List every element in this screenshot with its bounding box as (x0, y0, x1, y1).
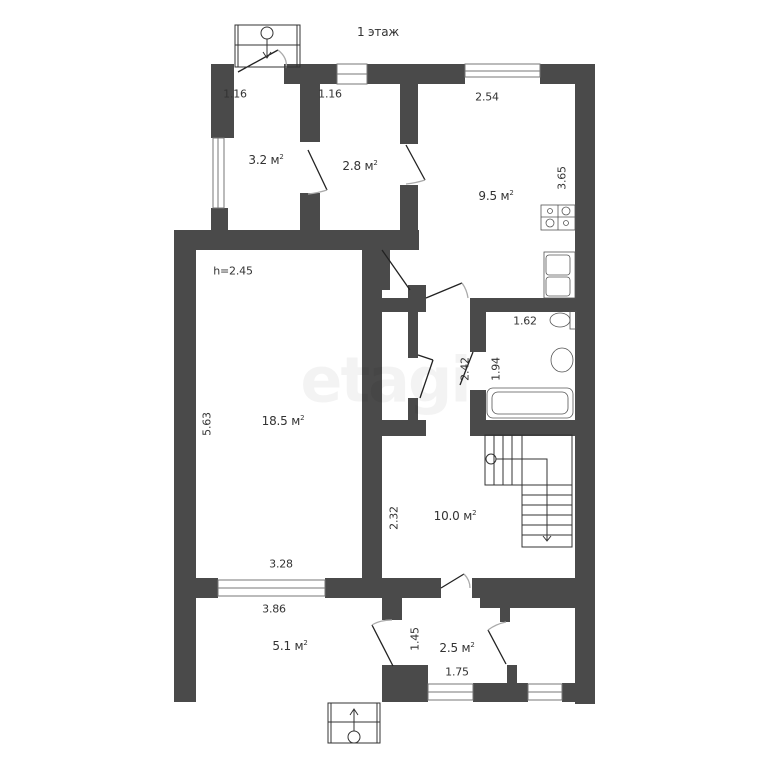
dim-bathroom-length: 1.94 (489, 357, 503, 381)
dim-hall-top-width: 1.16 (318, 87, 342, 101)
dim-bathroom-width: 1.62 (513, 314, 537, 328)
dim-entry-hall-length: 1.45 (408, 627, 422, 651)
dim-entry-hall-width: 1.75 (445, 665, 469, 679)
ceiling-height: h=2.45 (213, 264, 253, 278)
watermark: etagi (300, 344, 471, 417)
dim-stair-hall: 2.32 (387, 506, 401, 530)
area-entry-hall: 2.5 м2 (439, 641, 475, 655)
bathroom-fixtures (486, 310, 577, 419)
porch-top (234, 24, 301, 68)
area-stair-hall: 10.0 м2 (433, 509, 477, 523)
porch-bottom (327, 702, 381, 744)
floor-title: 1 этаж (357, 25, 399, 39)
kitchen-fixtures (540, 204, 576, 299)
dim-living-width: 3.28 (269, 557, 293, 571)
dim-vestibule-top-width: 1.16 (223, 87, 247, 101)
area-vestibule-top: 3.2 м2 (248, 153, 284, 167)
area-living-room: 18.5 м2 (261, 414, 305, 428)
staircase (484, 434, 573, 548)
dim-kitchen-width: 2.54 (475, 90, 499, 104)
doors (237, 49, 507, 667)
dim-living-length: 5.63 (200, 412, 214, 436)
walls (174, 64, 595, 704)
area-terrace: 5.1 м2 (272, 639, 308, 653)
windows (212, 63, 563, 701)
area-hall-top: 2.8 м2 (342, 159, 378, 173)
dim-corridor-length: 2.42 (458, 357, 472, 381)
dim-kitchen-length: 3.65 (555, 166, 569, 190)
dim-terrace-width: 3.86 (262, 602, 286, 616)
area-kitchen: 9.5 м2 (478, 189, 514, 203)
